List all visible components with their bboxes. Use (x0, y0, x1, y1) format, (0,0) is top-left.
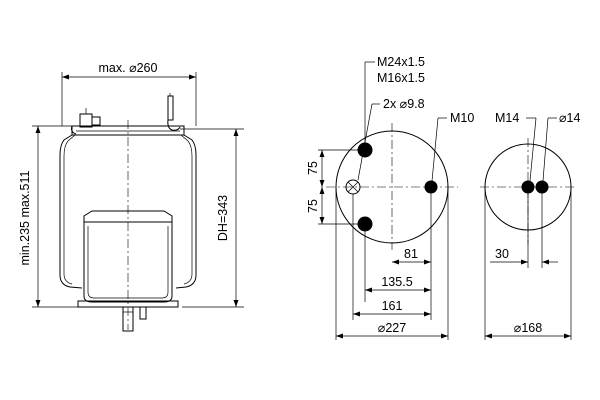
bottom-stud-leader (529, 117, 537, 182)
diameter-227-label: ⌀227 (378, 321, 406, 335)
pitch-upper-label: 75 (306, 161, 320, 175)
side-view: max. ⌀260 min.235 max.511 DH=343 (18, 61, 244, 332)
design-height-label: DH=343 (216, 195, 230, 241)
horizontal-dimensions: 81 135.5 161 ⌀227 (335, 187, 449, 340)
diameter-168-label: ⌀168 (514, 321, 542, 335)
height-range-dimension: min.235 max.511 (18, 125, 80, 308)
dim-81-label: 81 (404, 247, 418, 261)
bottom-stud-m14 (521, 180, 535, 194)
dim-161-label: 161 (382, 299, 403, 313)
stud-hole-m10 (424, 180, 438, 194)
bellow (59, 134, 197, 289)
top-plate-view: 75 75 M24x1.5 M16x1.5 2x ⌀9.8 M10 81 135… (306, 55, 474, 340)
bottom-hole-label: ⌀14 (559, 111, 580, 125)
spacing-dimension: 30 (490, 193, 558, 268)
top-width-dimension: max. ⌀260 (61, 61, 197, 126)
bottom-stud-label: M14 (495, 111, 519, 125)
thread-secondary-label: M16x1.5 (377, 71, 425, 85)
top-stud-icon (167, 93, 181, 131)
height-range-label: min.235 max.511 (18, 170, 32, 265)
spacing-label: 30 (495, 247, 509, 261)
bottom-hole-leader (542, 117, 549, 182)
pitch-lower-label: 75 (306, 199, 320, 213)
top-width-label: max. ⌀260 (99, 61, 158, 75)
bottom-hole-14 (535, 180, 549, 194)
stud-m10-label: M10 (450, 111, 474, 125)
bottom-diameter-dimension: ⌀168 (484, 187, 572, 340)
hole-label: 2x ⌀9.8 (383, 97, 425, 111)
bottom-plate-view: M14 ⌀14 30 ⌀168 (480, 111, 580, 340)
thread-primary-label: M24x1.5 (377, 55, 425, 69)
design-height-dimension: DH=343 (180, 128, 244, 308)
air-fitting-icon (71, 108, 101, 135)
pitch-dimension: 75 75 (306, 149, 365, 225)
piston (77, 210, 179, 308)
bottom-stud-icon (122, 306, 147, 332)
dim-135-label: 135.5 (381, 275, 412, 289)
